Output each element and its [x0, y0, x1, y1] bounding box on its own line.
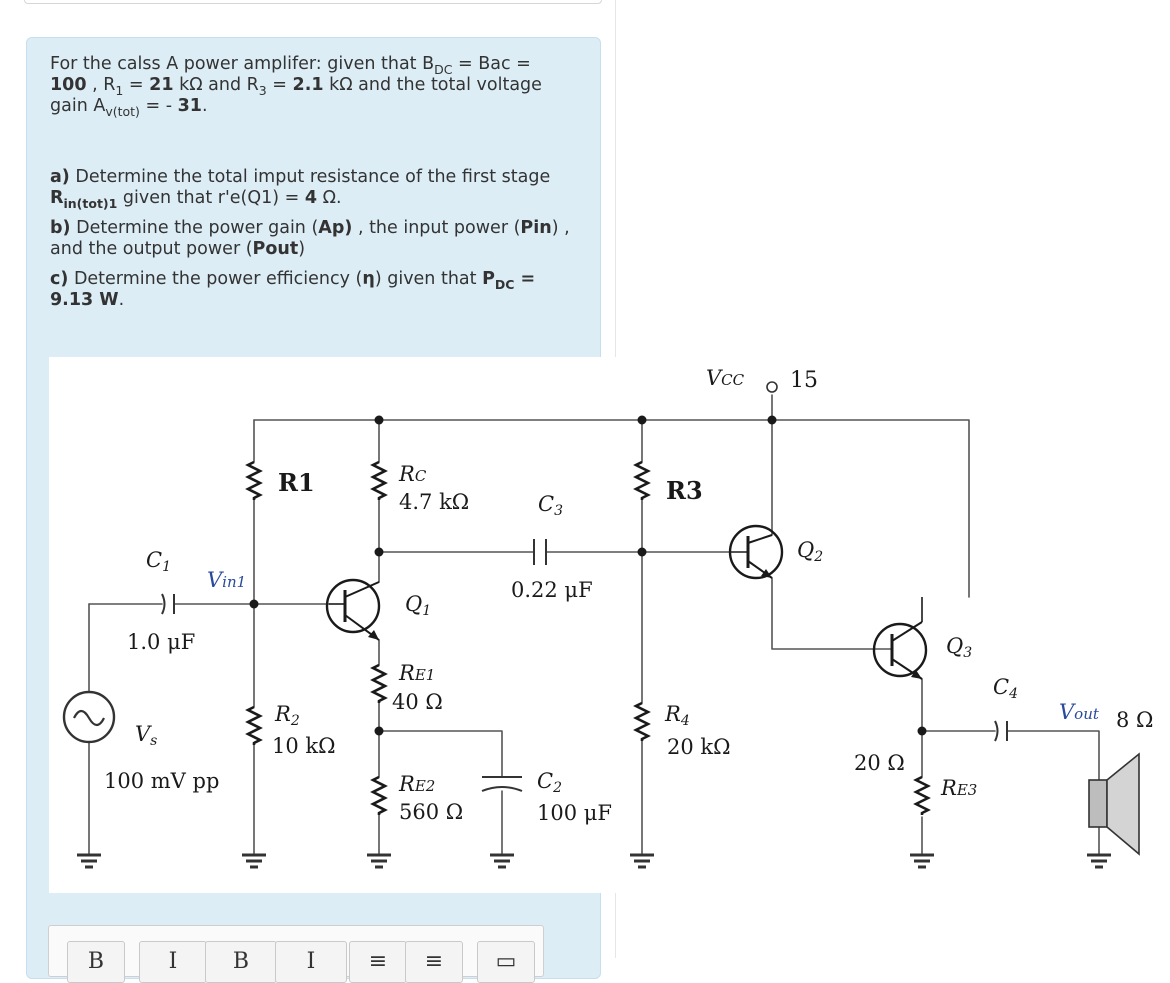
- bold-button[interactable]: B: [67, 941, 125, 983]
- r3-label: R3: [666, 476, 703, 505]
- c1-value: 1.0 μF: [127, 630, 195, 654]
- question-text: For the calss A power amplifer: given th…: [50, 54, 570, 311]
- c2-label: C2: [537, 769, 562, 796]
- c1-label: C1: [146, 548, 171, 575]
- question-part-a: a) Determine the total imput resistance …: [50, 167, 551, 211]
- q3-label: Q3: [946, 634, 972, 661]
- italic-button[interactable]: I: [139, 941, 207, 983]
- rc-value: 4.7 kΩ: [399, 490, 469, 514]
- vs-label: Vs: [135, 722, 157, 749]
- format-b-button[interactable]: B: [205, 941, 277, 983]
- r4-label: R4: [664, 702, 690, 729]
- q2-label: Q2: [797, 538, 823, 565]
- load-value: 8 Ω: [1116, 708, 1153, 732]
- vin1-label: Vin1: [207, 568, 246, 592]
- answer-editor-toolbar: B I B I ≡ ≡ ▭: [48, 925, 544, 983]
- amplifier-circuit-diagram: VCC 15 R1 RC 4.7 kΩ C3 0.22 μF R3 Q1 Q2 …: [49, 357, 1170, 893]
- re2-value: 560 Ω: [399, 800, 463, 824]
- c2-value: 100 μF: [537, 801, 612, 825]
- c3-value: 0.22 μF: [511, 578, 593, 602]
- rc-label: RC: [398, 462, 427, 486]
- vcc-label: VCC: [706, 366, 745, 390]
- re3-value: 20 Ω: [854, 751, 905, 775]
- re1-label: RE1: [398, 661, 435, 685]
- r2-label: R2: [274, 702, 300, 729]
- question-part-b: b) Determine the power gain (Ap) , the i…: [50, 218, 570, 259]
- vout-label: Vout: [1059, 700, 1100, 724]
- previous-card: [24, 0, 602, 4]
- r1-label: R1: [278, 468, 315, 497]
- c4-label: C4: [993, 675, 1018, 702]
- re2-label: RE2: [398, 772, 435, 796]
- c3-label: C3: [538, 492, 563, 519]
- question-intro: For the calss A power amplifer: given th…: [50, 54, 542, 119]
- q1-label: Q1: [405, 592, 431, 619]
- insert-box-button[interactable]: ▭: [477, 941, 535, 983]
- r4-value: 20 kΩ: [667, 735, 731, 759]
- r2-value: 10 kΩ: [272, 734, 336, 758]
- re1-value: 40 Ω: [392, 690, 443, 714]
- bullet-list-button[interactable]: ≡: [349, 941, 407, 983]
- format-i-button[interactable]: I: [275, 941, 347, 983]
- vcc-value: 15: [790, 368, 818, 393]
- numbered-list-button[interactable]: ≡: [405, 941, 463, 983]
- question-part-c: c) Determine the power efficiency (η) gi…: [50, 269, 536, 310]
- re3-label: RE3: [940, 776, 977, 800]
- vs-value: 100 mV pp: [104, 769, 219, 793]
